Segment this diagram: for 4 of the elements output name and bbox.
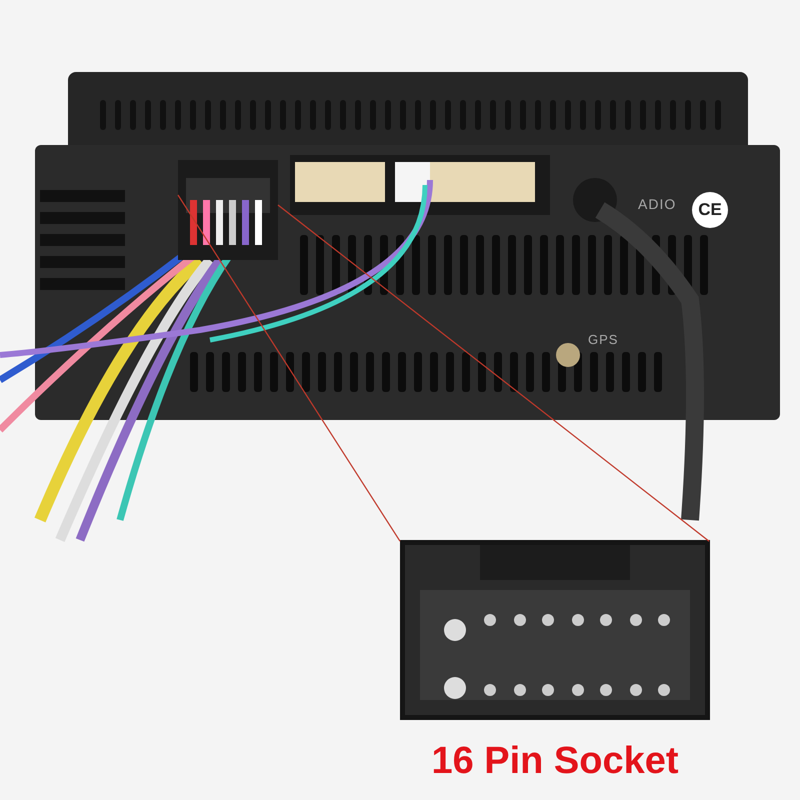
leader-line: [178, 194, 400, 542]
inset-caption: 16 Pin Socket: [431, 740, 679, 783]
connector-picture: [178, 160, 278, 260]
leader-line: [278, 204, 710, 542]
